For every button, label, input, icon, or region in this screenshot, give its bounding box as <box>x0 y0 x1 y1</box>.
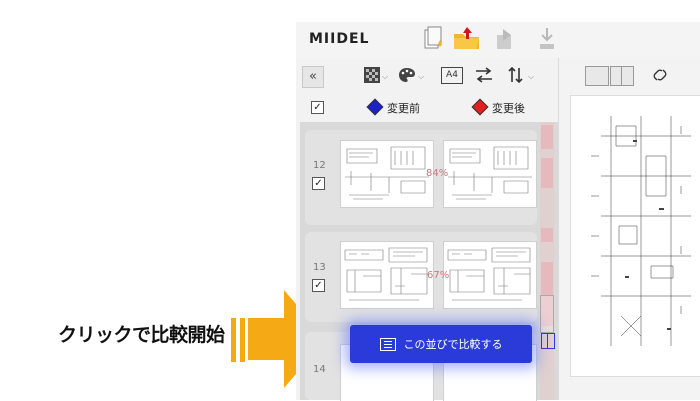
row-checkbox[interactable]: ✓ <box>312 177 325 190</box>
collapse-button[interactable]: « <box>302 66 324 88</box>
palette-icon[interactable] <box>398 67 416 83</box>
arrow-right-icon <box>248 290 326 388</box>
after-thumbnail[interactable] <box>443 140 537 208</box>
after-thumbnail[interactable] <box>443 241 537 309</box>
list-icon <box>379 337 396 351</box>
diff-marker <box>541 228 553 242</box>
chevron-down-icon[interactable]: ⌵ <box>382 72 389 81</box>
row-number: 13 <box>313 262 326 273</box>
export-icon[interactable] <box>494 27 516 51</box>
compare-in-this-order-button[interactable]: この並びで比較する <box>350 325 532 363</box>
sort-icon[interactable] <box>508 66 524 84</box>
drawing-page <box>570 95 700 377</box>
diff-marker <box>541 125 553 149</box>
checkerboard-icon[interactable] <box>364 67 380 83</box>
download-icon[interactable] <box>538 26 556 52</box>
new-file-icon[interactable] <box>424 26 444 52</box>
callout-text: クリックで比較開始 <box>58 324 225 346</box>
single-view-icon[interactable] <box>585 66 609 86</box>
swap-arrows-icon[interactable] <box>474 66 494 84</box>
after-label: 変更後 <box>492 102 525 115</box>
before-thumbnail[interactable] <box>340 241 434 309</box>
match-percent: 84% <box>426 168 449 179</box>
callout-bar <box>231 318 236 362</box>
before-label: 変更前 <box>387 102 420 115</box>
select-all-checkbox[interactable]: ✓ <box>311 101 324 114</box>
match-percent: 67% <box>427 270 450 281</box>
drawing-preview <box>591 116 691 346</box>
paper-size-button[interactable]: A4 <box>441 67 463 84</box>
scroll-thumb[interactable] <box>540 295 554 333</box>
diff-marker <box>541 158 553 188</box>
open-folder-icon[interactable] <box>452 25 482 51</box>
pair-view-icon[interactable] <box>541 333 555 349</box>
callout-bar <box>240 318 245 362</box>
chevron-down-icon[interactable]: ⌵ <box>528 72 535 81</box>
link-icon[interactable] <box>652 66 668 84</box>
row-checkbox[interactable]: ✓ <box>312 279 325 292</box>
row-number: 14 <box>313 364 326 375</box>
diff-marker <box>541 262 553 326</box>
chevron-down-icon[interactable]: ⌵ <box>418 72 425 81</box>
row-number: 12 <box>313 160 326 171</box>
app-logo: MIIDEL <box>309 31 370 47</box>
split-view-icon[interactable] <box>610 66 634 86</box>
compare-button-label: この並びで比較する <box>403 338 503 351</box>
diff-scrollbar[interactable] <box>540 122 554 400</box>
before-thumbnail[interactable] <box>340 140 434 208</box>
